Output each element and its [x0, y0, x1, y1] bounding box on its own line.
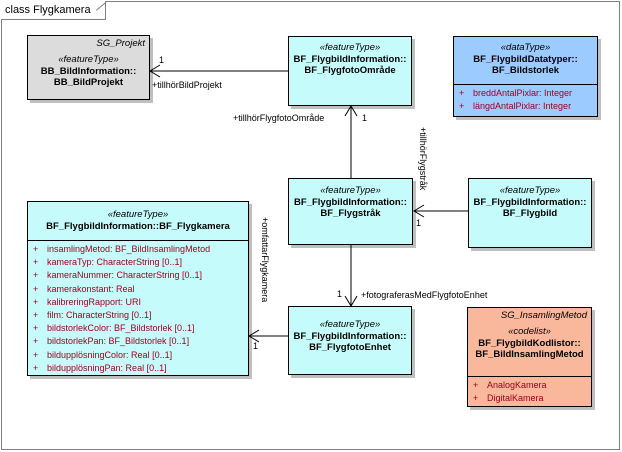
literal-row: +DigitalKamera	[473, 393, 544, 404]
mult-omrade: 1	[362, 113, 368, 123]
attribute-row: +kalibreringRapport: URI	[33, 296, 142, 307]
class-name-line2: BF_BildInsamlingMetod	[475, 349, 584, 360]
role-projekt: +tillhörBildProjekt	[152, 80, 222, 90]
stereotype-label: «featureType»	[499, 185, 561, 196]
class-name-line2: BF_FlygfotoEnhet	[309, 342, 391, 353]
class-bf-flygfotoomrade[interactable]: «featureType» BF_FlygbildInformation:: B…	[288, 36, 412, 106]
attribute-row: +kameraNummer: CharacterString [0..1]	[33, 270, 203, 281]
literal-row: +AnalogKamera	[473, 380, 547, 390]
arrowhead-projekt	[149, 64, 161, 78]
class-name-line1: BF_FlygbildKodlistor::	[478, 337, 581, 349]
stereotype-label: «featureType»	[107, 209, 169, 220]
attribute-row: +bildupplösningColor: Real [0..1]	[33, 349, 173, 360]
attribute-row: +insamlingMetod: BF_BildInsamlingMetod	[33, 244, 211, 254]
mult-strak: 1	[416, 218, 422, 228]
attribute-row: +bildupplösningPan: Real [0..1]	[33, 362, 167, 373]
class-bf-flygfotoenhet[interactable]: «featureType» BF_FlygbildInformation:: B…	[288, 306, 412, 375]
stereotype-label: «featureType»	[320, 185, 381, 196]
mult-projekt: 1	[159, 55, 165, 65]
attribute-row: +kamerakonstant: Real	[33, 283, 135, 294]
mult-enhet: 1	[337, 289, 343, 299]
class-bf-flygbild[interactable]: «featureType» BF_FlygbildInformation:: B…	[468, 178, 592, 248]
role-strak: +tillhörFlygstråk	[418, 127, 428, 191]
class-name-line1: BF_FlygbildInformation::	[473, 196, 587, 208]
attribute-list: +breddAntalPixlar: Integer +längdAntalPi…	[454, 84, 597, 113]
role-kamera: +omfattarFlygkamera	[260, 217, 270, 303]
class-bf-flygstrak[interactable]: «featureType» BF_FlygbildInformation:: B…	[288, 178, 413, 245]
attribute-row: +längdAntalPixlar: Integer	[459, 101, 572, 112]
mult-kamera: 1	[253, 341, 259, 351]
stereotype-label: «featureType»	[58, 54, 119, 65]
attribute-row: +bildstorlekColor: BF_Bildstorlek [0..1]	[33, 323, 195, 334]
stereotype-label: «featureType»	[319, 42, 381, 53]
literal-list: +AnalogKamera +DigitalKamera	[468, 376, 591, 405]
class-name: BF_FlygbildInformation::BF_Flygkamera	[46, 220, 230, 232]
attribute-row: +bildstorlekPan: BF_Bildstorlek [0..1]	[33, 336, 190, 347]
arrowhead-kamera	[248, 329, 260, 343]
role-omrade: +tillhörFlygfotoOmråde	[233, 113, 325, 123]
stereotype-label: «featureType»	[319, 319, 381, 330]
attribute-row: +breddAntalPixlar: Integer	[459, 88, 573, 98]
attribute-row: +film: CharacterString [0..1]	[33, 309, 152, 320]
package-label: SG_Projekt	[96, 38, 145, 49]
class-bf-bildstorlek[interactable]: «dataType» BF_FlygbildDatatyper:: BF_Bil…	[453, 36, 598, 117]
package-label: SG_InsamlingMetod	[500, 310, 587, 321]
attribute-list: +insamlingMetod: BF_BildInsamlingMetod +…	[28, 240, 248, 375]
class-name-line2: BF_FlygfotoOmråde	[304, 65, 396, 76]
class-name-line1: BF_FlygbildInformation::	[294, 196, 407, 208]
class-bf-flygkamera[interactable]: «featureType» BF_FlygbildInformation::BF…	[27, 201, 249, 376]
class-name-line2: BF_Bildstorlek	[491, 65, 560, 76]
class-name-line1: BF_FlygbildDatatyper::	[473, 53, 578, 65]
role-enhet: +fotograferasMedFlygfotoEnhet	[361, 290, 488, 300]
attribute-row: +kameraTyp: CharacterString [0..1]	[33, 257, 183, 268]
class-name-line1: BB_BildInformation::	[40, 65, 137, 77]
class-name-line2: BB_BildProjekt	[53, 77, 124, 88]
class-bb-bildprojekt[interactable]: SG_Projekt «featureType» BB_BildInformat…	[27, 35, 150, 100]
arrowhead-strak	[413, 204, 425, 218]
class-name-line1: BF_FlygbildInformation::	[293, 330, 407, 342]
diagram-frame-title: class Flygkamera	[1, 1, 106, 20]
arrowhead-omrade	[344, 105, 358, 117]
stereotype-label: «codelist»	[508, 326, 551, 337]
class-name-line2: BF_Flygbild	[502, 208, 558, 219]
class-name-line1: BF_FlygbildInformation::	[293, 53, 407, 65]
stereotype-label: «dataType»	[500, 42, 551, 53]
class-bf-bildinsamlingmetod[interactable]: SG_InsamlingMetod «codelist» BF_Flygbild…	[467, 307, 592, 407]
class-name-line2: BF_Flygstråk	[320, 208, 381, 219]
